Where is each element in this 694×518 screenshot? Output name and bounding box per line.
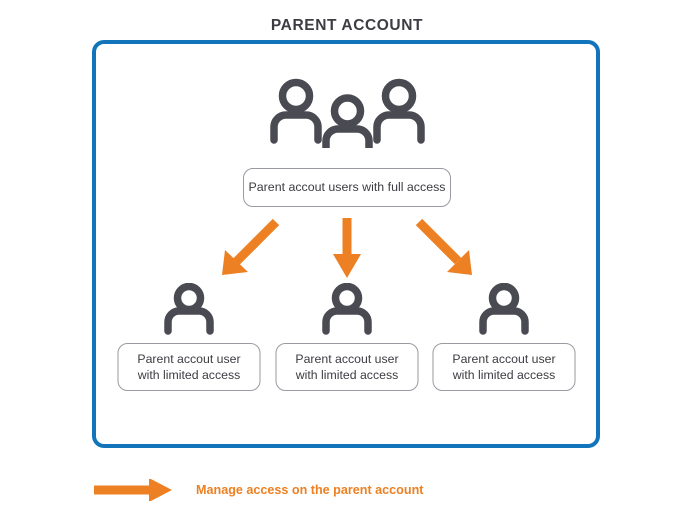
page-title: PARENT ACCOUNT [270, 17, 424, 34]
limited-access-box: Parent accout user with limited access [275, 343, 419, 391]
legend-label: Manage access on the parent account [196, 483, 424, 497]
limited-access-node-1: Parent accout user with limited access [114, 282, 264, 413]
full-access-label: Parent accout users with full access [248, 179, 446, 194]
limited-access-label-line2: with limited access [295, 368, 399, 382]
three-people-icon [265, 78, 430, 159]
limited-access-label-line1: Parent accout user [295, 351, 399, 366]
person-icon [161, 282, 217, 335]
full-access-node: Parent accout users with full access [243, 168, 451, 207]
person-icon [319, 282, 375, 335]
limited-access-node-2: Parent accout user with limited access [272, 282, 422, 413]
legend: Manage access on the parent account [92, 478, 423, 502]
limited-access-label-line1: Parent accout user [452, 351, 556, 366]
person-icon [476, 282, 532, 335]
limited-access-label-line2: with limited access [137, 368, 241, 382]
limited-access-box: Parent accout user with limited access [432, 343, 576, 391]
limited-access-node-3: Parent accout user with limited access [429, 282, 579, 413]
limited-access-box: Parent accout user with limited access [117, 343, 261, 391]
arrow-right-icon [92, 478, 178, 502]
limited-access-label-line1: Parent accout user [137, 351, 241, 366]
limited-access-label-line2: with limited access [452, 368, 556, 382]
